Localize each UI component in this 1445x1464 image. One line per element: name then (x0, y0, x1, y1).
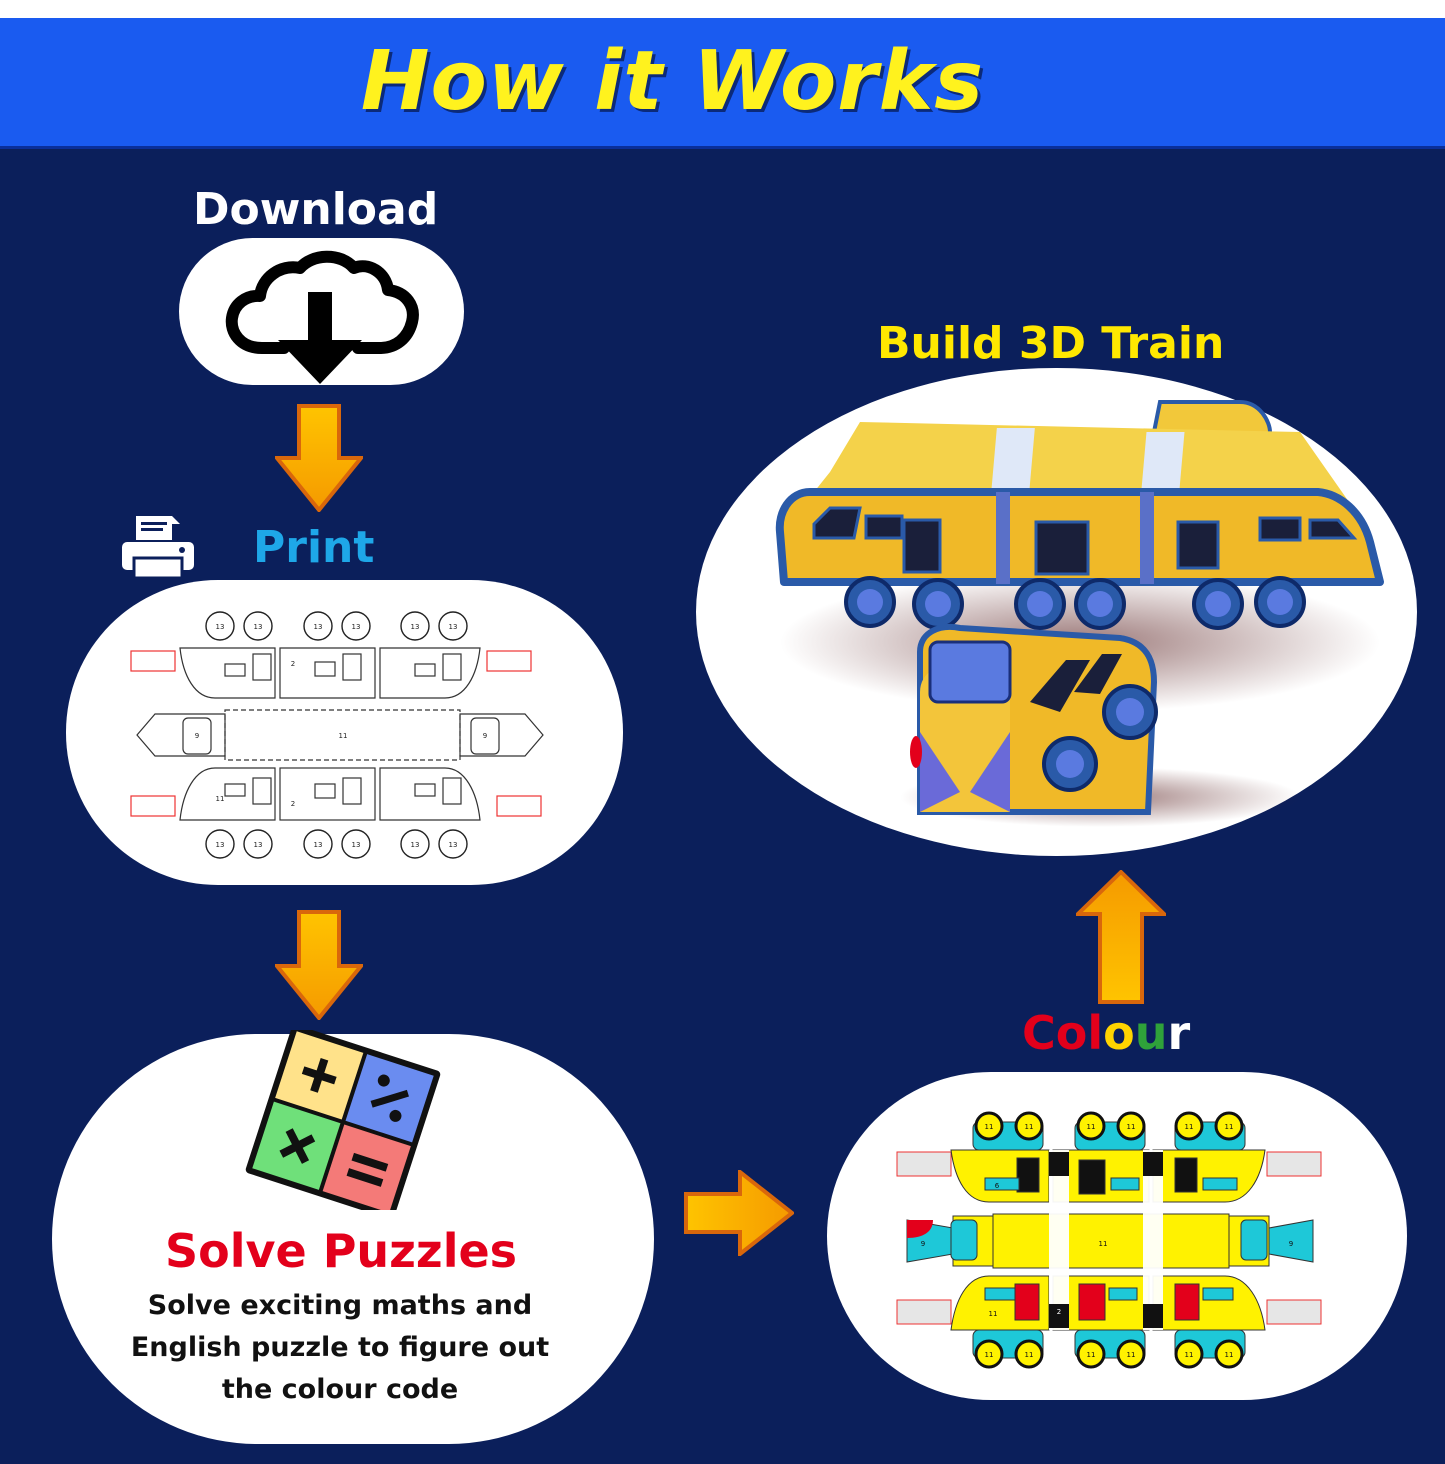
template-number: 13 (449, 623, 458, 631)
solve-description: Solve exciting maths and English puzzle … (130, 1290, 550, 1405)
template-number: 11 (1225, 1123, 1234, 1131)
template-number: 13 (449, 841, 458, 849)
title-banner (0, 18, 1445, 149)
template-number: 13 (352, 841, 361, 849)
template-number: 11 (339, 732, 348, 740)
page-title: How it Works (360, 34, 985, 129)
printable-template-image: 13 13 13 13 13 13 13 13 13 13 13 13 11 9… (130, 611, 544, 859)
colour-letter: r (1167, 1006, 1191, 1060)
template-number: 9 (195, 732, 199, 740)
coloured-template-image: 11 11 11 11 11 11 11 11 11 11 11 11 11 9… (896, 1111, 1322, 1369)
colour-label: Colour (1022, 1006, 1190, 1060)
download-label: Download (193, 184, 439, 235)
template-number: 11 (1185, 1123, 1194, 1131)
template-number: 11 (216, 795, 225, 803)
colour-letter: o (1055, 1006, 1088, 1060)
template-number: 2 (291, 660, 295, 668)
template-number: 11 (1025, 1123, 1034, 1131)
colour-letter: u (1134, 1006, 1168, 1060)
printer-icon (122, 516, 194, 580)
template-number: 11 (1225, 1351, 1234, 1359)
3d-train-photo (775, 400, 1384, 827)
template-number: 13 (314, 841, 323, 849)
template-number: 6 (995, 1182, 1000, 1190)
template-number: 9 (483, 732, 487, 740)
math-operators-icon (245, 1030, 441, 1210)
print-label: Print (253, 522, 375, 573)
template-number: 13 (254, 623, 263, 631)
template-number: 9 (921, 1240, 925, 1248)
template-number: 11 (1087, 1351, 1096, 1359)
template-number: 13 (216, 623, 225, 631)
template-number: 11 (1127, 1351, 1136, 1359)
template-number: 11 (1087, 1123, 1096, 1131)
build-label: Build 3D Train (877, 318, 1225, 369)
template-number: 11 (985, 1351, 994, 1359)
template-number: 11 (1127, 1123, 1136, 1131)
template-number: 2 (1057, 1308, 1061, 1316)
template-number: 11 (1099, 1240, 1108, 1248)
template-number: 9 (1289, 1240, 1293, 1248)
template-number: 13 (411, 623, 420, 631)
colour-letter: o (1103, 1006, 1135, 1060)
solve-puzzles-label: Solve Puzzles (165, 1224, 518, 1278)
colour-letter: l (1087, 1006, 1104, 1060)
template-number: 11 (985, 1123, 994, 1131)
template-number: 13 (352, 623, 361, 631)
template-number: 11 (989, 1310, 998, 1318)
template-number: 13 (411, 841, 420, 849)
template-number: 13 (216, 841, 225, 849)
template-number: 11 (1185, 1351, 1194, 1359)
template-number: 13 (254, 841, 263, 849)
colour-letter: C (1022, 1006, 1056, 1060)
arrow-right-icon (684, 1170, 794, 1256)
template-number: 11 (1025, 1351, 1034, 1359)
arrow-down-icon (275, 404, 363, 512)
arrow-up-icon (1076, 870, 1166, 1004)
template-number: 2 (291, 800, 295, 808)
cloud-download-icon (225, 250, 419, 384)
template-number: 13 (314, 623, 323, 631)
arrow-down-icon (275, 910, 363, 1020)
